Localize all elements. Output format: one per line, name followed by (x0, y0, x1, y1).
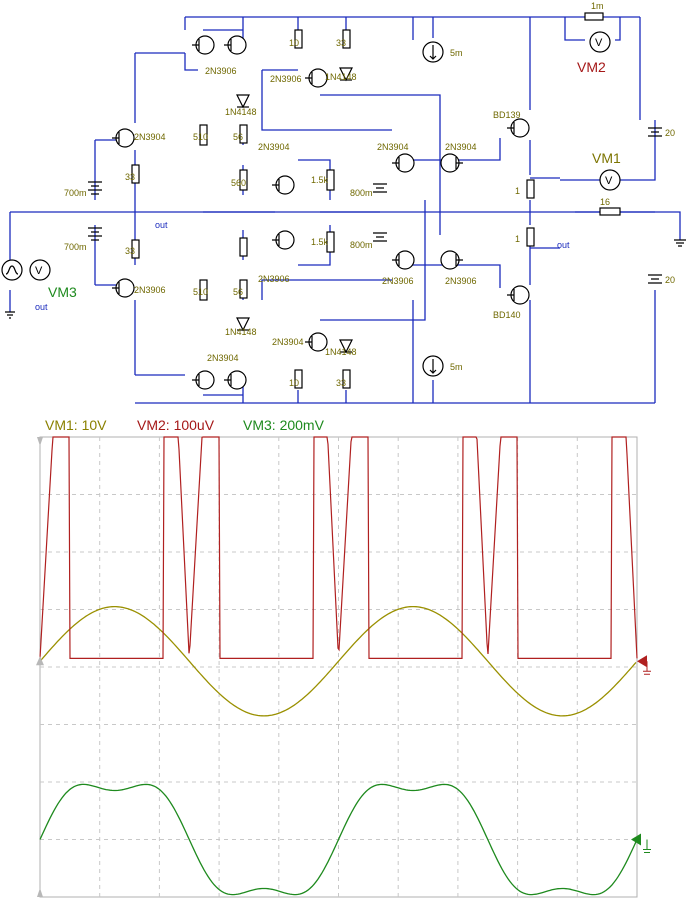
label-r1m-sense: 1m (591, 1, 604, 11)
label-r33-in-top: 33 (125, 172, 135, 182)
label-r15k-bottom: 1.5k (311, 237, 329, 247)
label-r1-top: 1 (515, 186, 520, 196)
label-d3: 1N4148 (225, 327, 257, 337)
label-q6: 2N3906 (134, 285, 166, 295)
q-vbe-bottom (272, 230, 295, 250)
vm2-ground-marker-icon (637, 655, 647, 668)
vm2-ground-icon (643, 661, 651, 675)
q-in-bottom (112, 278, 135, 298)
label-d4: 1N4148 (325, 347, 357, 357)
label-q8: 2N3904 (445, 142, 477, 152)
label-d2: 1N4148 (225, 107, 257, 117)
label-r33-top: 33 (336, 38, 346, 48)
label-q12: 2N3906 (445, 276, 477, 286)
vm3-ground-icon (643, 839, 651, 853)
transistors (112, 35, 530, 390)
q-vbe-top (272, 175, 295, 195)
q-drv-top-a (392, 153, 415, 173)
batteries (88, 127, 662, 284)
label-rail-top: 20 (665, 128, 675, 138)
q-out-top (507, 118, 530, 138)
label-cs-bottom: 5m (450, 362, 463, 372)
label-rail-bottom: 20 (665, 275, 675, 285)
label-r56-top: 56 (233, 132, 243, 142)
header-vm1: VM1: 10V (45, 417, 107, 433)
header-vm3: VM3: 200mV (243, 417, 325, 433)
label-out-2: out (35, 302, 48, 312)
q-drv-top-b (440, 153, 463, 173)
voltmeter-vm1: V (599, 169, 621, 191)
q-top-left-pnp-b (224, 35, 247, 55)
label-bias-700-bottom: 700m (64, 242, 87, 252)
header-vm2: VM2: 100uV (137, 417, 215, 433)
scope-markers (36, 437, 651, 897)
amplifier-schematic: V V V 2N3906 2N3906 2N3904 2N3904 2N3904… (1, 1, 686, 404)
schematic-labels: 2N3906 2N3906 2N3904 2N3904 2N3904 2N390… (35, 1, 675, 388)
scope-grid (39, 436, 638, 898)
label-bias-800-top: 800m (350, 188, 373, 198)
voltmeter-vm2: V (589, 31, 611, 53)
label-bd139: BD139 (493, 110, 521, 120)
label-q7: 2N3906 (258, 274, 290, 284)
svg-text:V: V (595, 37, 603, 49)
trace-vm3 (39, 783, 637, 896)
signal-source (1, 259, 23, 281)
label-r10-top: 10 (289, 38, 299, 48)
oscilloscope: VM1: 10V VM2: 100uV VM3: 200mV (36, 417, 651, 898)
label-bd140: BD140 (493, 310, 521, 320)
label-r15k-top: 1.5k (311, 175, 329, 185)
label-r16-load: 16 (600, 197, 610, 207)
label-r33-bottom: 33 (336, 378, 346, 388)
trace-vm2 (39, 436, 638, 659)
q-top-left-pnp-a (192, 35, 215, 55)
label-vm2: VM2 (577, 59, 606, 75)
q-out-bottom (507, 285, 530, 305)
voltmeter-vm3: V (29, 259, 51, 281)
label-q3: 2N3904 (134, 132, 166, 142)
top-marker-icon (37, 437, 43, 446)
label-q10: 2N3904 (207, 353, 239, 363)
svg-text:V: V (605, 175, 613, 187)
label-out-1: out (155, 220, 168, 230)
q-vas-top (305, 68, 328, 88)
label-r56-bottom: 56 (233, 287, 243, 297)
bottom-marker-icon (37, 888, 43, 897)
q-drv-bottom-a (392, 250, 415, 270)
label-out-3: out (557, 240, 570, 250)
label-bias-800-bottom: 800m (350, 240, 373, 250)
label-bias-700-top: 700m (64, 188, 87, 198)
current-sources (422, 41, 444, 377)
q-bot-left-pnp-b (224, 370, 247, 390)
label-q2: 2N3906 (270, 74, 302, 84)
diodes (236, 67, 353, 354)
label-r10-bottom: 10 (289, 378, 299, 388)
label-r510-bottom: 510 (193, 287, 208, 297)
label-vm1: VM1 (592, 150, 621, 166)
svg-text:V: V (35, 265, 43, 277)
q-drv-bottom-b (440, 250, 463, 270)
q-bot-left-pnp-a (192, 370, 215, 390)
label-vm3: VM3 (48, 284, 77, 300)
vm3-ground-marker-icon (631, 833, 641, 846)
q-in-top (112, 128, 135, 148)
trace-vm1 (39, 605, 637, 717)
q-vas-bottom (305, 332, 328, 352)
zero-marker-icon (36, 656, 44, 666)
label-r560: 560 (231, 178, 246, 188)
label-q4: 2N3904 (258, 142, 290, 152)
label-r510-top: 510 (193, 132, 208, 142)
label-cs-top: 5m (450, 48, 463, 58)
label-r33-in-bottom: 33 (125, 246, 135, 256)
label-r1-bottom: 1 (515, 234, 520, 244)
label-d1: 1N4148 (325, 72, 357, 82)
scope-traces (39, 436, 638, 896)
resistors (131, 12, 621, 389)
ground-symbols (5, 239, 686, 319)
label-q5: 2N3904 (377, 142, 409, 152)
label-q11: 2N3906 (382, 276, 414, 286)
label-q1: 2N3906 (205, 66, 237, 76)
scope-header: VM1: 10V VM2: 100uV VM3: 200mV (45, 417, 325, 433)
label-q9: 2N3904 (272, 337, 304, 347)
